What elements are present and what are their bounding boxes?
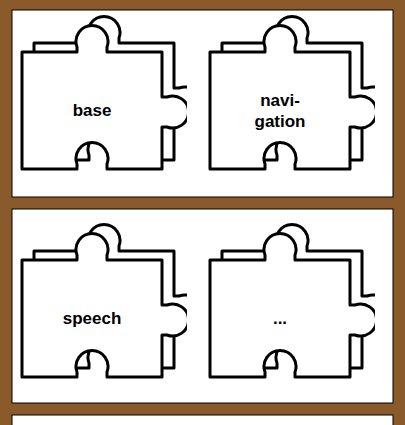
front-piece [210, 25, 375, 169]
module-label: speech [63, 308, 122, 329]
module-label: ... [273, 308, 287, 329]
front-piece [22, 233, 187, 377]
leg-gap [12, 415, 393, 425]
upper-compartment [12, 10, 393, 197]
puzzle-outline [12, 212, 187, 387]
puzzle-piece: base [12, 4, 187, 179]
puzzle-piece: navi- gation [200, 4, 375, 179]
piece-label-area: navi- gation [210, 52, 350, 169]
module-label: navi- gation [245, 90, 315, 132]
puzzle-outline [12, 4, 187, 179]
puzzle-piece: speech [12, 212, 187, 387]
lower-compartment [12, 209, 393, 403]
front-piece [210, 233, 375, 377]
front-piece [22, 25, 187, 169]
piece-label-area: base [22, 52, 162, 169]
puzzle-piece: ... [200, 212, 375, 387]
piece-label-area: ... [210, 260, 350, 377]
module-label: base [73, 100, 112, 121]
piece-label-area: speech [22, 260, 162, 377]
puzzle-outline [200, 212, 375, 387]
